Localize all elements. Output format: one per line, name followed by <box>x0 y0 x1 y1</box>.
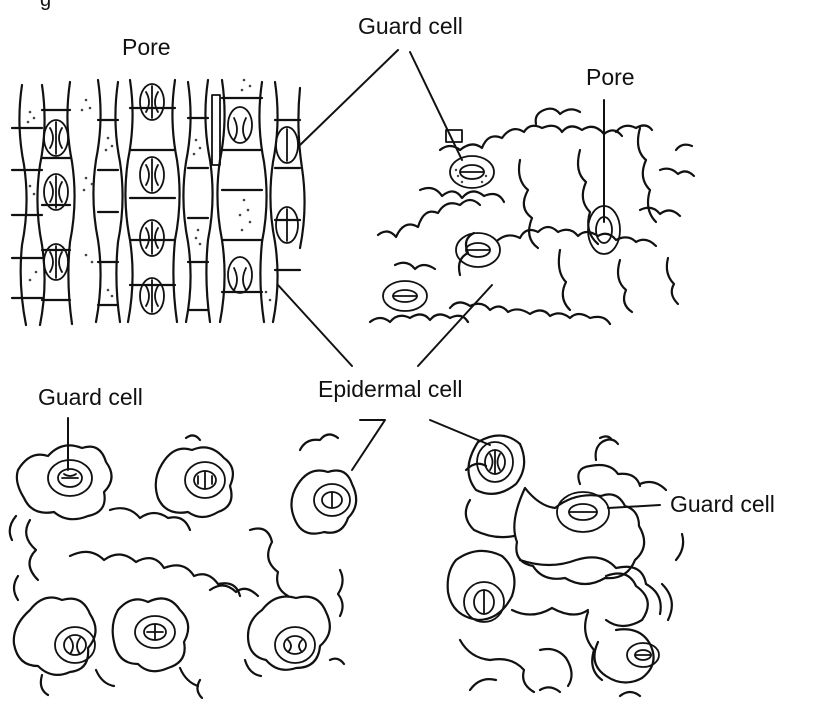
panel-dicot-epidermis-bottom-right <box>448 435 683 696</box>
cropped-top-text: g <box>40 0 230 10</box>
panel-dicot-epidermis-bottom-left <box>10 434 356 698</box>
label-epidermal-cell: Epidermal cell <box>318 378 462 401</box>
label-guard-cell-right: Guard cell <box>670 493 775 516</box>
panel-dicot-epidermis-top <box>370 109 694 324</box>
panel-monocot-epidermis <box>12 79 305 325</box>
label-guard-cell-bottom-left: Guard cell <box>38 386 143 409</box>
label-guard-cell-top: Guard cell <box>358 15 463 38</box>
label-pore-top-right: Pore <box>586 66 635 89</box>
label-pore-top-left: Pore <box>122 36 171 59</box>
